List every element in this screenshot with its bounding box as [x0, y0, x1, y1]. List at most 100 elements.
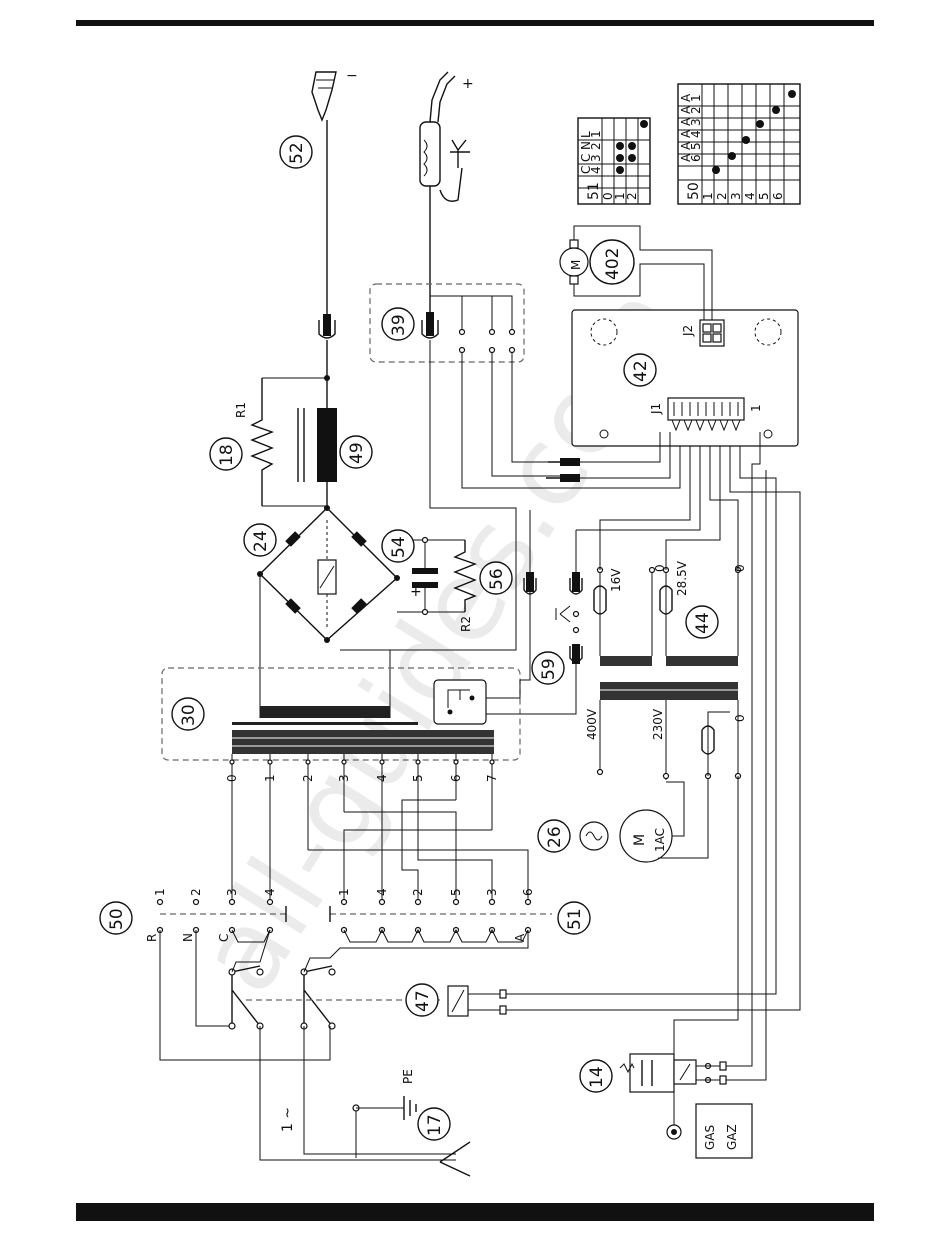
- work-clamp: [312, 72, 336, 378]
- t50-row-2: 2: [715, 192, 729, 200]
- svg-text:30: 30: [179, 704, 199, 726]
- zero-label-2: 0: [733, 564, 747, 572]
- s50-top-1: 1: [153, 888, 167, 896]
- callout-47: 47: [406, 984, 438, 1016]
- s50-bottom-n: N: [181, 933, 195, 942]
- gas-label: GAS: [703, 1125, 717, 1150]
- r1-label: R1: [234, 402, 248, 418]
- s50-bottom-r: R: [145, 934, 159, 942]
- s51-top-5: 5: [449, 888, 463, 896]
- svg-text:24: 24: [251, 530, 271, 552]
- t50-h2-6: 6: [689, 154, 703, 162]
- motor-1ac-label: 1AC: [653, 828, 667, 852]
- t50-row-1: 1: [701, 192, 715, 200]
- callout-17: 17: [418, 1108, 450, 1140]
- inductor-49: [298, 378, 337, 508]
- tap-1: 1: [263, 774, 277, 782]
- callout-51: 51: [558, 902, 590, 934]
- bottom-border-bar: [76, 1203, 874, 1221]
- t51-h2-1: 1: [589, 130, 603, 138]
- mains-ac-label: 1 ~: [280, 1107, 296, 1132]
- mains-cable: [260, 1026, 456, 1160]
- r2-label: R2: [459, 616, 473, 632]
- svg-text:54: 54: [389, 536, 409, 558]
- callout-49: 49: [340, 436, 372, 468]
- j1-label: J1: [649, 403, 663, 415]
- tap-3: 3: [337, 774, 351, 782]
- svg-text:49: 49: [347, 442, 367, 464]
- t50-row-4: 4: [743, 192, 757, 200]
- tap-5: 5: [411, 774, 425, 782]
- t51-row-2: 2: [625, 192, 639, 200]
- tap-0: 0: [225, 774, 239, 782]
- tap-2: 2: [301, 774, 315, 782]
- v28-label: 28.5V: [675, 560, 689, 596]
- svg-text:402: 402: [603, 248, 623, 280]
- work-clamp-minus-label: −: [346, 68, 358, 84]
- s50-bottom-c: C: [217, 934, 231, 942]
- s51-top-4: 4: [375, 888, 389, 896]
- callout-56: 56: [480, 562, 512, 594]
- aux-transformer: [594, 432, 741, 780]
- t51-h2-4: 4: [589, 166, 603, 174]
- top-border-bar: [76, 20, 874, 26]
- callout-26: 26: [538, 820, 570, 852]
- svg-text:47: 47: [413, 990, 433, 1012]
- gaz-label: GAZ: [725, 1124, 739, 1150]
- capacitor-plus-label: +: [410, 584, 422, 600]
- welding-torch: [420, 72, 470, 320]
- s50-top-2: 2: [189, 888, 203, 896]
- s50-top-4: 4: [263, 888, 277, 896]
- svg-text:44: 44: [693, 612, 713, 634]
- callout-24: 24: [244, 524, 276, 556]
- tap-6: 6: [449, 774, 463, 782]
- t50-row-5: 5: [757, 192, 771, 200]
- j1-pin1-label: 1: [749, 404, 763, 412]
- t50-row-3: 3: [729, 192, 743, 200]
- t50-h2-4: 4: [689, 130, 703, 138]
- svg-text:56: 56: [487, 568, 507, 590]
- torch-plus-label: +: [462, 76, 474, 92]
- s51-top-2: 2: [411, 888, 425, 896]
- t50-h2-1: 1: [689, 94, 703, 102]
- s51-top-6: 6: [521, 888, 535, 896]
- svg-text:51: 51: [565, 908, 585, 930]
- s50-top-3: 3: [225, 888, 239, 896]
- tap-4: 4: [375, 774, 389, 782]
- callout-59: 59: [532, 652, 564, 684]
- tap-7: 7: [485, 774, 499, 782]
- s51-bottom-a: A: [513, 933, 527, 942]
- svg-text:14: 14: [587, 1066, 607, 1088]
- motor402-label: M: [569, 260, 583, 270]
- svg-text:17: 17: [425, 1114, 445, 1136]
- table51-title: 51: [586, 182, 602, 200]
- v16-label: 16V: [609, 568, 623, 592]
- callout-30: 30: [172, 698, 204, 730]
- svg-text:39: 39: [389, 314, 409, 336]
- callout-50: 50: [100, 902, 132, 934]
- t50-h2-2: 2: [689, 106, 703, 114]
- t50-h2-3: 3: [689, 118, 703, 126]
- callout-14: 14: [580, 1060, 612, 1092]
- svg-text:18: 18: [217, 444, 237, 466]
- callout-54: 54: [382, 530, 414, 562]
- callout-402: 402: [590, 240, 634, 284]
- t51-h2-2: 2: [589, 142, 603, 150]
- svg-text:50: 50: [107, 908, 127, 930]
- callout-44: 44: [686, 606, 718, 638]
- zero-label-1: 0: [653, 564, 667, 572]
- t50-h2-5: 5: [689, 142, 703, 150]
- s51-top-1: 1: [337, 888, 351, 896]
- motor-m-label: M: [632, 834, 648, 846]
- svg-text:42: 42: [631, 360, 651, 382]
- svg-text:26: 26: [545, 826, 565, 848]
- pe-ground: [353, 1096, 416, 1120]
- callout-39: 39: [382, 308, 414, 340]
- gas-solenoid-valve: [620, 432, 766, 1158]
- s51-top-3: 3: [485, 888, 499, 896]
- pe-label: PE: [401, 1069, 415, 1084]
- t50-row-6: 6: [771, 192, 785, 200]
- callout-52: 52: [280, 136, 312, 168]
- callout-42: 42: [624, 354, 656, 386]
